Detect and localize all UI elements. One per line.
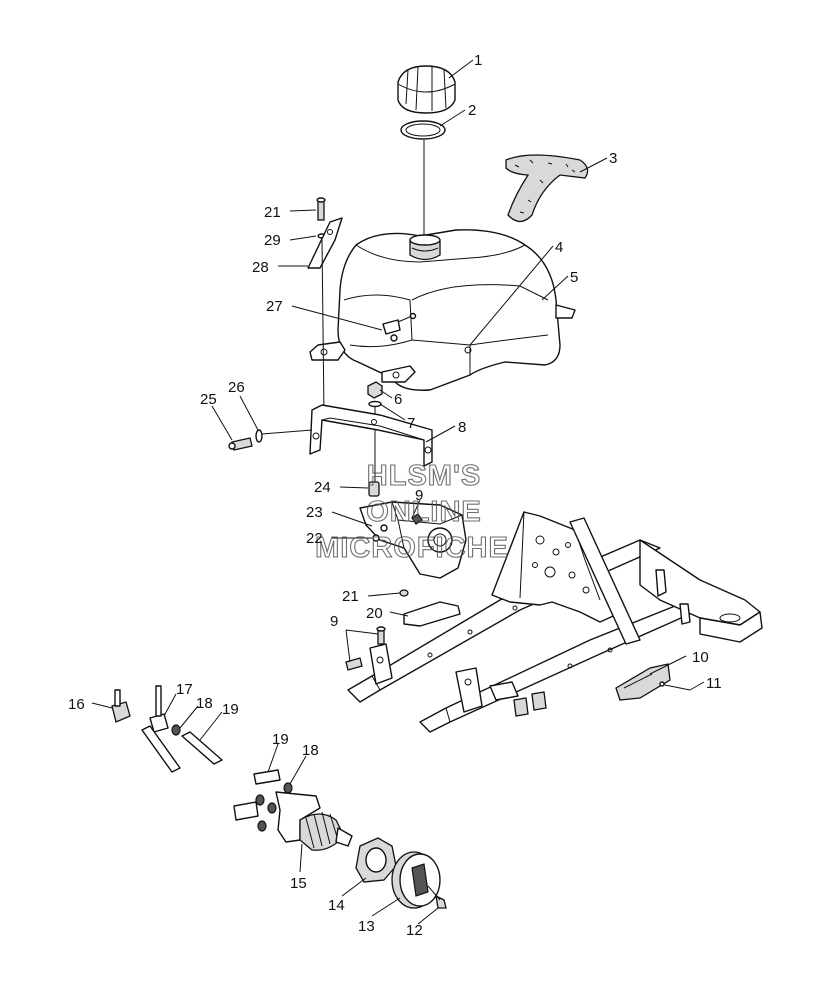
callout-8: 8 xyxy=(458,419,466,436)
upper-mount-hardware xyxy=(307,197,343,416)
cap-gasket xyxy=(400,120,446,140)
callout-23: 23 xyxy=(306,504,323,521)
callout-18-lower: 18 xyxy=(302,742,319,759)
callout-12: 12 xyxy=(406,922,423,939)
fuel-tank xyxy=(309,229,576,391)
fuel-fittings-upper xyxy=(111,685,223,773)
callout-25: 25 xyxy=(200,391,217,408)
callout-19-upper: 19 xyxy=(222,701,239,718)
callout-20: 20 xyxy=(366,605,383,622)
callout-6: 6 xyxy=(394,391,402,408)
fuel-cap xyxy=(397,65,456,114)
foam-pad xyxy=(505,154,589,223)
watermark-line-3: MICROFICHE xyxy=(315,532,509,564)
callout-10: 10 xyxy=(692,649,709,666)
callout-1: 1 xyxy=(474,52,482,69)
callout-24: 24 xyxy=(314,479,331,496)
callout-19-lower: 19 xyxy=(272,731,289,748)
callout-5: 5 xyxy=(570,269,578,286)
vehicle-frame xyxy=(347,511,763,733)
callout-7: 7 xyxy=(407,415,415,432)
watermark-line-2: ONLINE xyxy=(366,496,482,528)
callout-21-upper: 21 xyxy=(264,204,281,221)
callout-14: 14 xyxy=(328,897,345,914)
tank-mount-bracket xyxy=(309,404,433,467)
bracket-20 xyxy=(399,589,461,627)
callout-16: 16 xyxy=(68,696,85,713)
callout-13: 13 xyxy=(358,918,375,935)
guard-10 xyxy=(615,663,691,701)
knob-screw xyxy=(427,885,447,909)
fuel-valve-assembly xyxy=(359,481,467,579)
ring-nut xyxy=(355,837,397,883)
side-bolt-washer xyxy=(228,429,313,451)
fuel-valve-body xyxy=(233,769,353,851)
watermark: HLSM'S ONLINE MICROFICHE xyxy=(315,459,509,564)
callout-18-upper: 18 xyxy=(196,695,213,712)
callout-21-lower: 21 xyxy=(342,588,359,605)
valve-knob xyxy=(391,851,441,909)
callout-22: 22 xyxy=(306,530,323,547)
watermark-line-1: HLSM'S xyxy=(367,460,481,492)
callout-17: 17 xyxy=(176,681,193,698)
callout-4: 4 xyxy=(555,239,563,256)
callout-labels: 1 2 3 4 5 6 7 8 9 9 10 11 12 13 14 15 16… xyxy=(68,52,722,939)
callout-3: 3 xyxy=(609,150,617,167)
callout-29: 29 xyxy=(264,232,281,249)
callout-9-screw: 9 xyxy=(330,613,338,630)
callout-28: 28 xyxy=(252,259,269,276)
callout-11: 11 xyxy=(706,675,722,692)
callout-26: 26 xyxy=(228,379,245,396)
callout-27: 27 xyxy=(266,298,283,315)
leader-lines xyxy=(91,59,705,925)
callout-9-valve: 9 xyxy=(415,487,423,504)
callout-15: 15 xyxy=(290,875,307,892)
callout-2: 2 xyxy=(468,102,476,119)
